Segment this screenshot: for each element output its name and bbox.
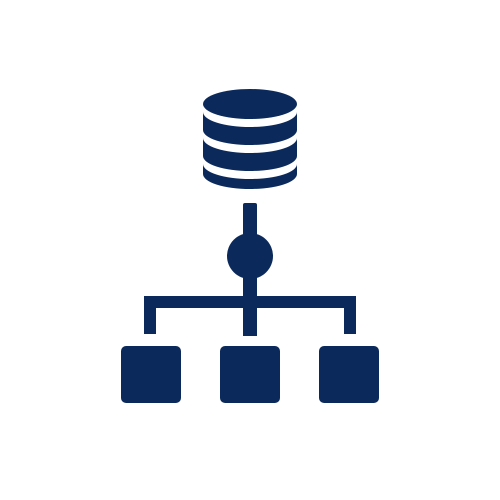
stem-top [243, 203, 257, 239]
branch-bar [144, 296, 356, 308]
branch-left [144, 296, 156, 334]
node-box-left [121, 346, 181, 403]
node-box-right [319, 346, 379, 403]
hub-node [227, 233, 273, 279]
database-icon [203, 89, 297, 189]
branch-right [344, 296, 356, 334]
node-box-center [220, 346, 280, 403]
